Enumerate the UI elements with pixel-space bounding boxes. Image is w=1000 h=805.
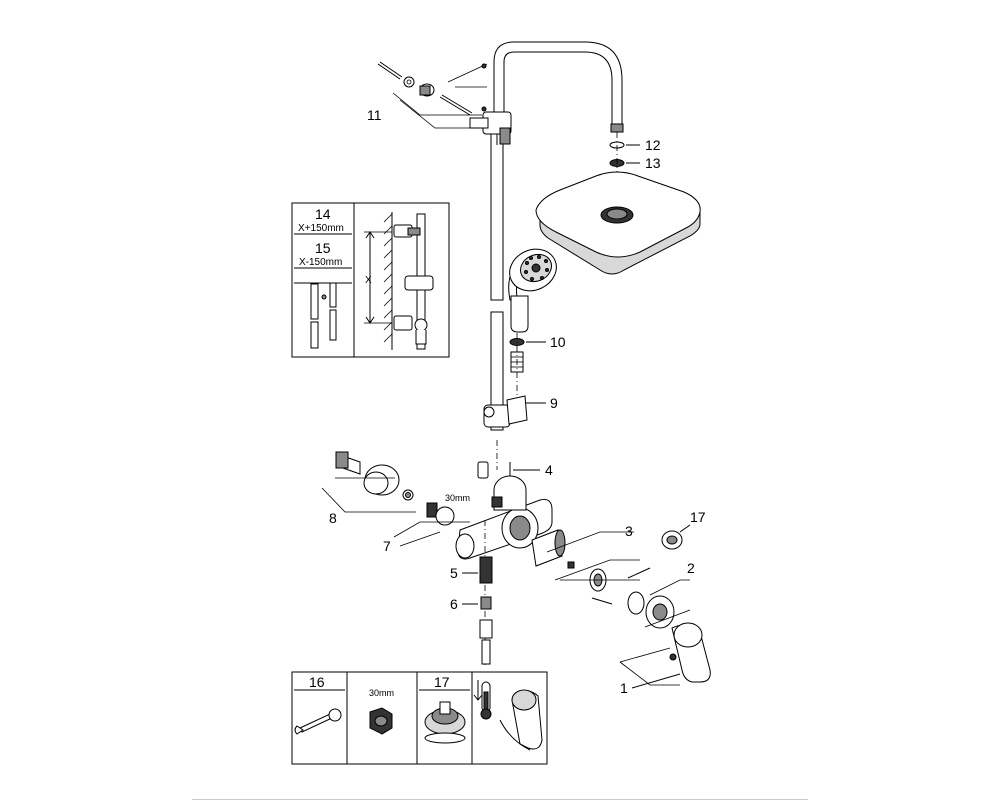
thermometer-icon (473, 680, 492, 720)
callout-6: 6 (450, 596, 458, 612)
callout-1: 1 (620, 680, 628, 696)
handle-rosette (627, 579, 691, 629)
rail-extension-inset (291, 202, 450, 358)
callout-2: 2 (687, 560, 695, 576)
callout-13: 13 (645, 155, 661, 171)
temperature-stop (661, 524, 691, 550)
callout-8: 8 (329, 510, 337, 526)
dimension-x: X (365, 275, 372, 286)
nut-washer (393, 489, 470, 547)
seal-set-12-13 (609, 132, 640, 205)
table-label-17: 17 (434, 674, 450, 690)
slider-holder (483, 395, 546, 428)
wrench-icon (294, 708, 342, 735)
cartridge (531, 529, 651, 605)
s-union-rosette (321, 451, 416, 513)
callout-9: 9 (550, 395, 558, 411)
callout-12: 12 (645, 137, 661, 153)
inset-label-15: 15 (315, 240, 331, 256)
table-nut-size: 30mm (369, 688, 394, 698)
temperature-stop-icon (424, 701, 466, 744)
inset-sub-15: X-150mm (299, 257, 342, 268)
riser-rail (469, 41, 624, 431)
callout-3: 3 (625, 523, 633, 539)
lever-icon (499, 689, 543, 751)
inset-sub-14: X+150mm (298, 223, 344, 234)
lever-handle (619, 622, 711, 689)
dimension-30mm: 30mm (445, 493, 470, 503)
wall-fixing-set (377, 61, 488, 129)
callout-11: 11 (367, 107, 382, 123)
callout-5: 5 (450, 565, 458, 581)
item-4-adapter (477, 461, 540, 479)
hand-shower (508, 248, 557, 400)
callout-17: 17 (690, 509, 706, 525)
inset-label-14: 14 (315, 206, 331, 222)
items-5-6 (462, 556, 493, 665)
callout-10: 10 (550, 334, 566, 350)
head-shower (535, 171, 701, 275)
callout-4: 4 (545, 462, 553, 478)
callout-7: 7 (383, 538, 391, 554)
tools-table (291, 671, 548, 765)
nut-icon (369, 707, 393, 735)
table-label-16: 16 (309, 674, 325, 690)
